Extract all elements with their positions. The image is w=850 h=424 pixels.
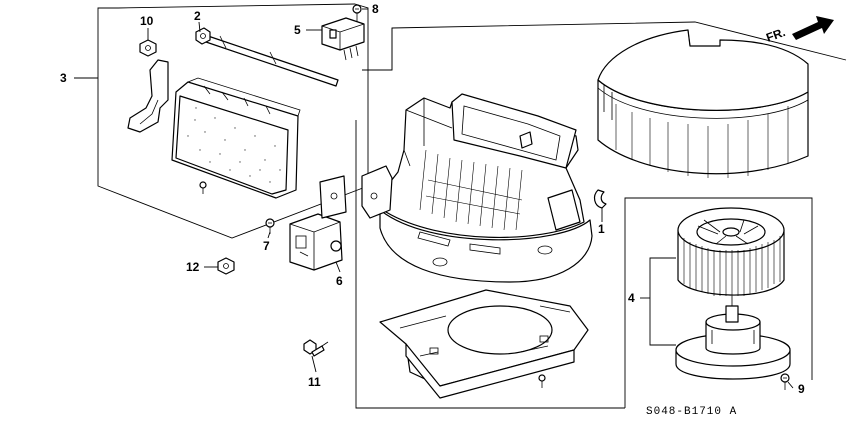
callout-3: 3 [60, 71, 67, 85]
callout-2: 2 [194, 9, 201, 23]
screw-7 [265, 218, 275, 234]
clip-1 [593, 189, 607, 209]
lower-frame [355, 120, 625, 409]
blower-fan-and-motor [675, 207, 791, 380]
front-direction-indicator: FR. [764, 16, 834, 45]
filter-lever [127, 59, 169, 133]
power-transistor [321, 17, 365, 61]
filter-group-bracket [97, 3, 369, 239]
callout-8: 8 [372, 2, 379, 16]
nut-10 [139, 39, 157, 57]
grouping-frames [97, 3, 847, 409]
bolt-11 [303, 339, 329, 357]
filter-group-top [117, 3, 356, 9]
drawing-code: S048-B1710 A [646, 406, 737, 418]
air-filter-assembly [127, 35, 339, 199]
callout-labels: 3 10 2 5 8 1 7 12 6 4 11 9 [60, 2, 805, 396]
callout-7: 7 [263, 239, 270, 253]
motor-frame [624, 197, 813, 408]
screw-8 [352, 4, 362, 22]
plate-screw [538, 374, 546, 388]
upper-fan-shroud [597, 29, 809, 178]
callout-5: 5 [294, 23, 301, 37]
recirculation-control-motor [289, 175, 347, 271]
callout-6: 6 [336, 274, 343, 288]
filter-media-texture [187, 107, 281, 183]
blower-case [361, 93, 593, 283]
direction-label: FR. [764, 25, 787, 45]
bushing-2 [195, 27, 211, 45]
callout-12: 12 [186, 260, 200, 274]
screw-9 [780, 373, 790, 390]
callout-9: 9 [798, 382, 805, 396]
front-arrow-icon [792, 16, 834, 40]
nut-12 [217, 257, 235, 275]
callout-1: 1 [598, 222, 605, 236]
callout-11: 11 [308, 375, 321, 389]
filter-screw [199, 181, 207, 194]
callout-10: 10 [140, 14, 154, 28]
filter-shaft [205, 35, 339, 87]
leader-lines [74, 8, 794, 389]
motor-mount-plate [379, 289, 589, 399]
callout-4: 4 [628, 291, 635, 305]
